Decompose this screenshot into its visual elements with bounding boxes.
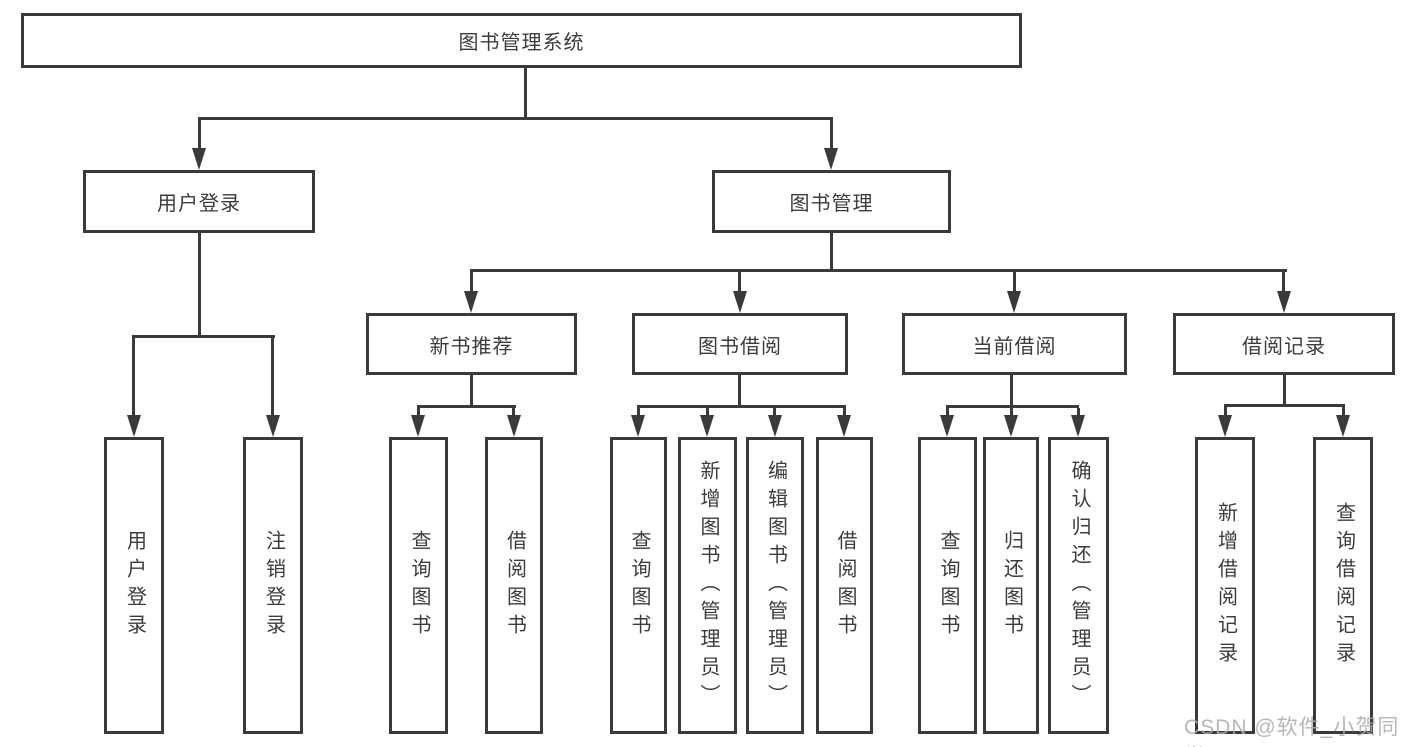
connector-recommend-drop [470, 375, 473, 408]
leaf-current-return-books: 归还图书 [983, 437, 1039, 734]
connector-stem-current-query [946, 408, 949, 416]
node-label: 查询借阅记录 [1332, 501, 1355, 670]
node-label: 归还图书 [1000, 529, 1023, 642]
node-root: 图书管理系统 [21, 13, 1022, 68]
connector-borrow-bar [637, 405, 846, 408]
arrowhead-borrow-records [1277, 291, 1291, 313]
arrowhead-recommend-query [411, 415, 425, 437]
connector-records-bar [1224, 404, 1345, 407]
connector-stem-current-borrow [1013, 272, 1016, 292]
connector-stem-leaf-user-login [132, 338, 135, 416]
node-borrow-records: 借阅记录 [1173, 313, 1395, 375]
connector-stem-book-borrow [738, 272, 741, 292]
node-label: 借阅图书 [503, 529, 526, 642]
arrowhead-current-confirm [1071, 415, 1085, 437]
connector-stem-recommend-query [417, 408, 420, 416]
node-label: 用户登录 [123, 529, 146, 642]
arrowhead-user-login [192, 148, 206, 170]
arrowhead-leaf-logout [266, 415, 280, 437]
node-book-borrow: 图书借阅 [632, 313, 848, 375]
arrowhead-borrow-edit [768, 415, 782, 437]
connector-current-drop [1010, 375, 1013, 416]
node-user-login: 用户登录 [83, 170, 315, 233]
leaf-recommend-borrow-books: 借阅图书 [485, 437, 543, 734]
arrowhead-book-borrow [733, 291, 747, 313]
connector-stem-records-query [1342, 407, 1345, 416]
connector-records-drop [1283, 375, 1286, 407]
connector-stem-user-login [198, 120, 201, 149]
node-book-management: 图书管理 [712, 170, 951, 233]
connector-borrow-drop [738, 375, 741, 408]
leaf-records-query-record: 查询借阅记录 [1313, 437, 1373, 734]
connector-stem-recommend-borrow [512, 408, 515, 416]
leaf-user-login: 用户登录 [104, 437, 164, 734]
arrowhead-recommend-borrow [507, 415, 521, 437]
connector-root-drop [524, 68, 527, 120]
connector-stem-leaf-logout [271, 338, 274, 416]
node-current-borrow: 当前借阅 [902, 313, 1127, 375]
node-label: 确认归还（管理员） [1068, 459, 1090, 712]
node-label: 注销登录 [262, 529, 285, 642]
leaf-current-confirm-return-admin: 确认归还（管理员） [1048, 437, 1109, 734]
connector-stem-new-book-recommend [470, 272, 473, 292]
arrowhead-current-borrow [1007, 291, 1021, 313]
arrowhead-current-query [940, 415, 954, 437]
leaf-recommend-query-books: 查询图书 [389, 437, 448, 734]
arrowhead-borrow-add [700, 415, 714, 437]
arrowhead-borrow-borrow [837, 415, 851, 437]
leaf-borrow-query-books: 查询图书 [610, 437, 667, 734]
leaf-borrow-edit-books-admin: 编辑图书（管理员） [746, 437, 804, 734]
leaf-borrow-add-books-admin: 新增图书（管理员） [678, 437, 737, 734]
leaf-borrow-borrow-books: 借阅图书 [816, 437, 873, 734]
connector-stem-records-add [1224, 407, 1227, 416]
node-label: 新增图书（管理员） [697, 459, 719, 712]
arrowhead-borrow-query [631, 415, 645, 437]
node-label: 查询图书 [628, 529, 650, 642]
node-label: 查询图书 [937, 529, 959, 642]
connector-level2-bar [470, 269, 1287, 272]
arrowhead-records-add [1218, 415, 1232, 437]
arrowhead-records-query [1336, 415, 1350, 437]
node-label: 查询图书 [408, 529, 430, 642]
connector-recommend-bar [417, 405, 516, 408]
connector-stem-borrow-edit [773, 408, 776, 416]
watermark: CSDN @软件_小贺同学 [1184, 716, 1400, 747]
connector-stem-borrow-borrow [843, 408, 846, 416]
connector-stem-current-confirm [1077, 408, 1080, 416]
arrowhead-book-management [824, 148, 838, 170]
connector-stem-borrow-records [1282, 272, 1285, 292]
node-label: 新增借阅记录 [1214, 501, 1237, 670]
connector-level1-bar [198, 117, 833, 120]
connector-book-management-drop [830, 233, 833, 272]
node-new-book-recommend: 新书推荐 [366, 313, 577, 375]
connector-stem-book-management [830, 120, 833, 149]
leaf-logout: 注销登录 [243, 437, 303, 734]
connector-current-bar [946, 405, 1079, 408]
arrowhead-current-return [1004, 415, 1018, 437]
arrowhead-leaf-user-login [127, 415, 141, 437]
node-label: 借阅图书 [834, 529, 856, 642]
leaf-current-query-books: 查询图书 [918, 437, 977, 734]
leaf-records-add-record: 新增借阅记录 [1195, 437, 1255, 734]
connector-user-login-drop [198, 233, 201, 338]
connector-stem-borrow-query [637, 408, 640, 416]
arrowhead-new-book-recommend [464, 291, 478, 313]
connector-user-login-bar [132, 335, 275, 338]
connector-stem-borrow-add [706, 408, 709, 416]
node-label: 编辑图书（管理员） [764, 459, 787, 712]
